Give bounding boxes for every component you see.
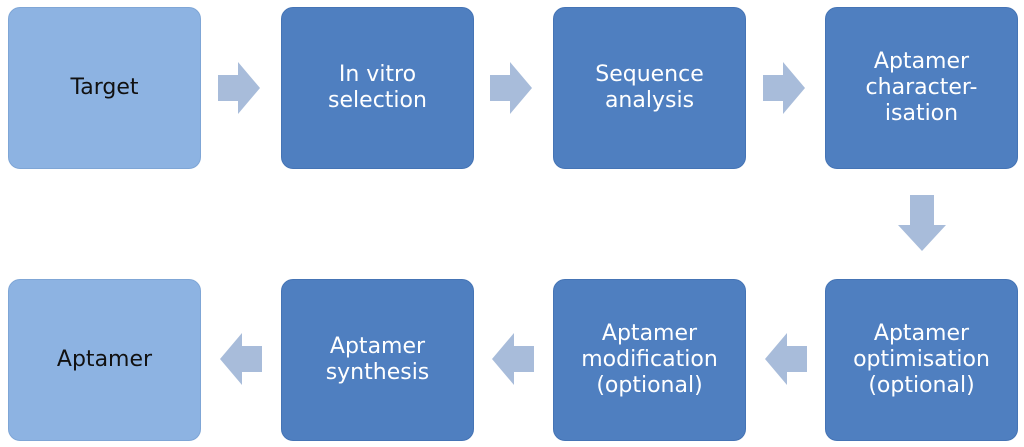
right-arrow-icon	[763, 62, 805, 114]
target-label: Target	[70, 75, 139, 100]
target-box: Target	[8, 7, 201, 169]
sequence-analysis-box: Sequence analysis	[553, 7, 746, 169]
aptamer-synthesis-label: Aptamer synthesis	[325, 334, 430, 385]
aptamer-characterisation-box: Aptamer character- isation	[825, 7, 1018, 169]
left-arrow-icon	[492, 333, 534, 385]
left-arrow-icon	[765, 333, 807, 385]
aptamer-modification-box: Aptamer modification (optional)	[553, 279, 746, 441]
aptamer-optimisation-label: Aptamer optimisation (optional)	[853, 321, 990, 398]
aptamer-modification-label: Aptamer modification (optional)	[581, 321, 718, 398]
aptamer-label: Aptamer	[56, 347, 153, 372]
down-arrow-icon	[898, 195, 946, 251]
aptamer-synthesis-box: Aptamer synthesis	[281, 279, 474, 441]
in-vitro-selection-label: In vitro selection	[328, 62, 427, 113]
right-arrow-icon	[490, 62, 532, 114]
aptamer-box: Aptamer	[8, 279, 201, 441]
left-arrow-icon	[220, 333, 262, 385]
aptamer-optimisation-box: Aptamer optimisation (optional)	[825, 279, 1018, 441]
sequence-analysis-label: Sequence analysis	[595, 62, 704, 113]
aptamer-characterisation-label: Aptamer character- isation	[865, 49, 978, 126]
in-vitro-selection-box: In vitro selection	[281, 7, 474, 169]
right-arrow-icon	[218, 62, 260, 114]
